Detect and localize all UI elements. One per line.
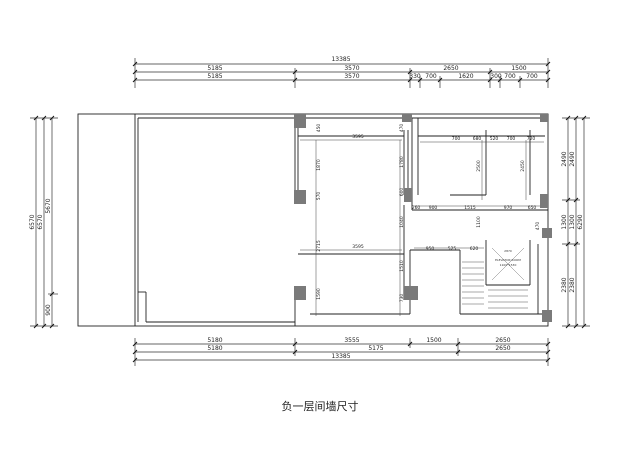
building-outline: [77, 113, 549, 327]
dim-top: 300: [490, 73, 502, 80]
dim-top: 1500: [511, 65, 526, 72]
dim-interior: 3595: [352, 244, 364, 250]
dim-interior: 900: [429, 205, 438, 211]
dim-right: 1300: [569, 214, 576, 229]
dim-interior: 700: [452, 136, 461, 142]
column: [294, 190, 306, 204]
elevator-size: 1100*1530: [500, 263, 517, 267]
column: [402, 114, 412, 122]
column: [542, 310, 552, 322]
dim-top: 5185: [207, 65, 222, 72]
column: [404, 188, 412, 202]
dim-interior: 680: [473, 136, 482, 142]
dim-interior: 600: [399, 188, 405, 197]
dim-bottom: 2650: [495, 337, 510, 344]
dim-interior: 260: [412, 205, 421, 211]
dim-interior: 1100: [476, 216, 482, 228]
column: [404, 286, 418, 300]
dim-interior: 730: [399, 294, 405, 303]
dim-interior: 2715: [316, 240, 322, 252]
dim-interior: 700: [507, 136, 516, 142]
dim-interior: 470: [399, 124, 405, 133]
dim-top: 700: [526, 73, 538, 80]
dim-interior: 620: [470, 246, 479, 252]
plan-caption: 负一层间墙尺寸: [281, 400, 359, 413]
dim-interior: 1590: [316, 288, 322, 300]
dim-top: 700: [425, 73, 437, 80]
dim-right: 2380: [569, 277, 576, 292]
dim-interior: 1040: [399, 216, 405, 228]
dim-interior: 720: [527, 136, 536, 142]
elevator-room-label: ELEVATOR ROOM: [495, 258, 521, 262]
dim-left: 5670: [45, 198, 52, 213]
dim-right: 1300: [561, 214, 568, 229]
dim-bottom: 5180: [207, 345, 222, 352]
dim-interior: 1870: [316, 159, 322, 171]
dim-top: 2650: [443, 65, 458, 72]
dim-bottom-total: 13385: [331, 353, 350, 360]
dim-interior: 1515: [464, 205, 476, 211]
dim-interior: 3595: [352, 134, 364, 140]
dim-top: 3570: [344, 73, 359, 80]
dim-interior: 525: [448, 246, 457, 252]
column: [542, 228, 552, 238]
dim-top-total: 13385: [331, 56, 350, 63]
dim-interior: 1780: [399, 156, 405, 168]
dim-interior: 1510: [399, 260, 405, 272]
dim-interior: 450: [316, 124, 322, 133]
dim-bottom: 5175: [368, 345, 383, 352]
dim-top: 3570: [344, 65, 359, 72]
dim-right: 6290: [577, 214, 584, 229]
dim-interior: 970: [504, 205, 513, 211]
dim-top: 1620: [458, 73, 473, 80]
dim-top: 330: [409, 73, 421, 80]
dim-interior: 650: [528, 205, 537, 211]
column: [294, 114, 306, 128]
dim-right: 2380: [561, 277, 568, 292]
column: [540, 194, 548, 208]
dim-interior: 950: [426, 246, 435, 252]
dim-bottom: 2650: [495, 345, 510, 352]
dim-top: 700: [504, 73, 516, 80]
dim-right: 2490: [569, 151, 576, 166]
column: [294, 286, 306, 300]
dim-interior: 2500: [476, 160, 482, 172]
dim-bottom: 3555: [344, 337, 359, 344]
dim-interior: 2450: [520, 160, 526, 172]
dim-top: 5185: [207, 73, 222, 80]
column: [540, 114, 548, 122]
dim-interior: 570: [316, 192, 322, 201]
dim-left: 6570: [29, 214, 36, 229]
dim-bottom: 1500: [426, 337, 441, 344]
dim-bottom: 5180: [207, 337, 222, 344]
dim-right: 2490: [561, 151, 568, 166]
dim-left: 900: [45, 304, 52, 316]
dim-left: 6570: [37, 214, 44, 229]
dim-interior: 470: [535, 222, 541, 231]
elevator-dim: 2870: [504, 249, 512, 253]
dim-interior: 520: [490, 136, 499, 142]
